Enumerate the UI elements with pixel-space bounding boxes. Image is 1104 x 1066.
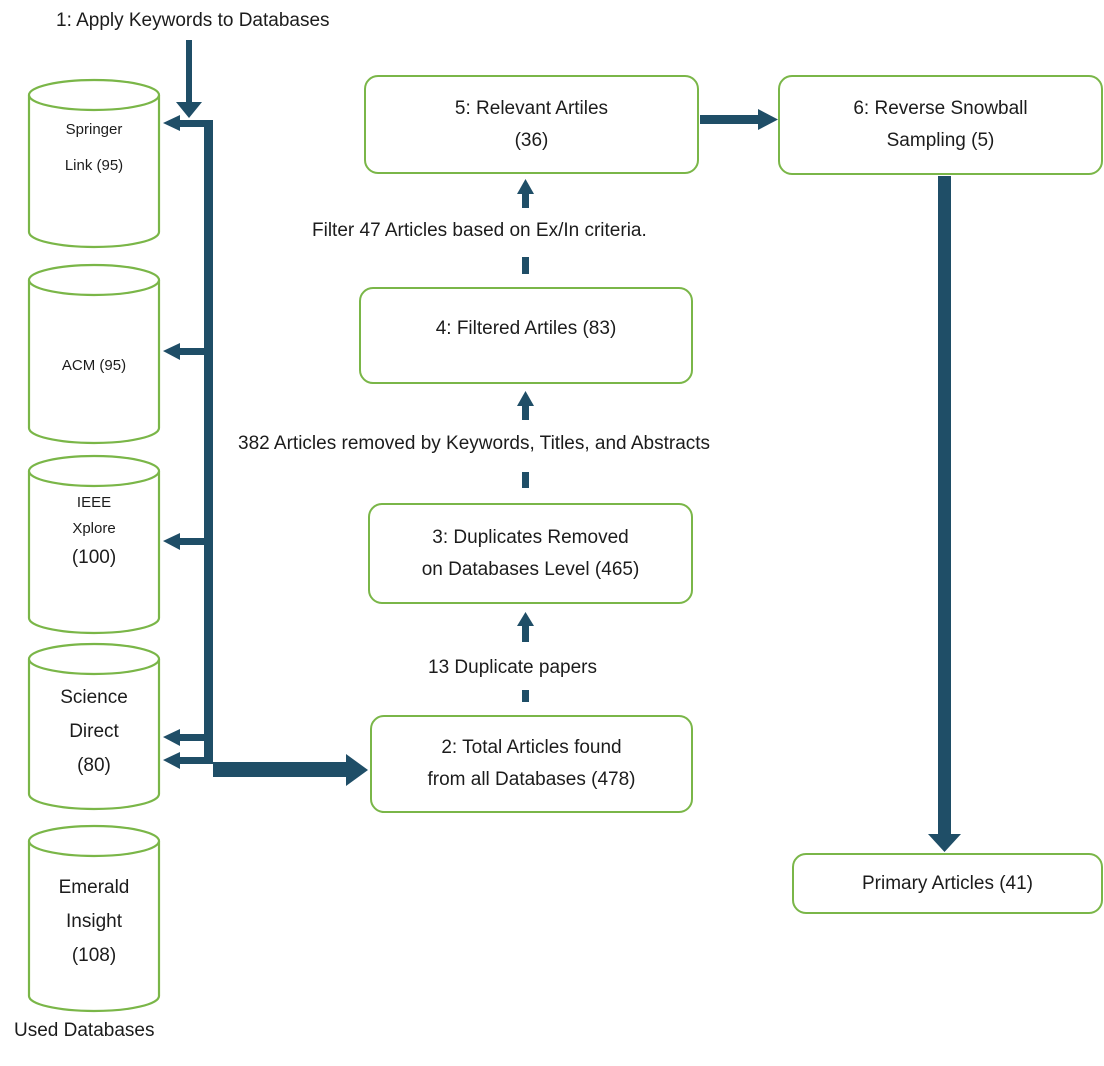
keyword-input-arrowhead — [176, 102, 202, 118]
total-to-duplicates-arrowhead — [517, 612, 534, 626]
primary-articles-box: Primary Articles (41) — [792, 853, 1103, 914]
database-trunk-line — [204, 120, 213, 764]
used-databases-label: Used Databases — [14, 1020, 155, 1041]
step-filtered-articles-box: 4: Filtered Artiles (83) — [359, 287, 693, 384]
step-duplicates-removed-box: 3: Duplicates Removed on Databases Level… — [368, 503, 693, 604]
snowball-to-primary-shaft — [938, 176, 951, 836]
branch-springer-arrowhead — [163, 115, 180, 131]
step-total-articles-box: 2: Total Articles found from all Databas… — [370, 715, 693, 813]
duplicates-to-filtered-arrowhead — [517, 391, 534, 406]
apply-keywords-label: 1: Apply Keywords to Databases — [56, 10, 330, 31]
branch-ieee-arrowhead — [163, 533, 180, 550]
total-to-duplicates-shaft — [522, 624, 529, 642]
database-label-acm: ACM (95) — [61, 357, 127, 374]
database-cylinder-science-direct — [27, 642, 161, 811]
filtered-to-relevant-arrowhead — [517, 179, 534, 194]
snowball-to-primary-arrowhead — [928, 834, 961, 852]
branch-acm-arrowhead — [163, 343, 180, 360]
database-cylinder-ieee — [27, 454, 161, 635]
keyword-input-arrow-shaft — [186, 40, 192, 104]
duplicates-to-filtered-stub — [522, 472, 529, 488]
filtered-to-relevant-stub — [522, 257, 529, 274]
trunk-to-total-arrowhead — [346, 754, 368, 786]
trunk-to-total-shaft — [213, 762, 349, 777]
database-label-science-direct: Science Direct (80) — [60, 687, 128, 776]
branch-science-direct-arrowhead — [163, 729, 180, 746]
step-reverse-snowball-box: 6: Reverse Snowball Sampling (5) — [778, 75, 1103, 175]
branch-science-direct-shaft — [178, 734, 208, 741]
step-relevant-articles-box: 5: Relevant Artiles (36) — [364, 75, 699, 174]
filtered-to-relevant-shaft — [522, 192, 529, 208]
database-label-springer: Springer Link (95) — [64, 121, 124, 174]
relevant-to-snowball-arrowhead — [758, 109, 778, 130]
database-label-ieee: IEEE Xplore (100) — [71, 494, 117, 568]
database-cylinder-springer — [27, 78, 161, 249]
branch-ieee-shaft — [178, 538, 208, 545]
criteria-filter-label: Filter 47 Articles based on Ex/In criter… — [312, 220, 647, 241]
total-to-duplicates-stub — [522, 690, 529, 702]
branch-springer-shaft — [178, 120, 208, 127]
branch-emerald-shaft — [178, 757, 208, 764]
keywords-removed-label: 382 Articles removed by Keywords, Titles… — [238, 433, 711, 454]
branch-acm-shaft — [178, 348, 208, 355]
duplicates-to-filtered-shaft — [522, 404, 529, 420]
relevant-to-snowball-shaft — [700, 115, 760, 124]
branch-emerald-arrowhead — [163, 752, 180, 769]
database-cylinder-emerald — [27, 824, 161, 1013]
database-label-emerald: Emerald Insight (108) — [58, 877, 130, 966]
database-cylinder-acm — [27, 263, 161, 445]
duplicate-papers-label: 13 Duplicate papers — [428, 657, 597, 678]
